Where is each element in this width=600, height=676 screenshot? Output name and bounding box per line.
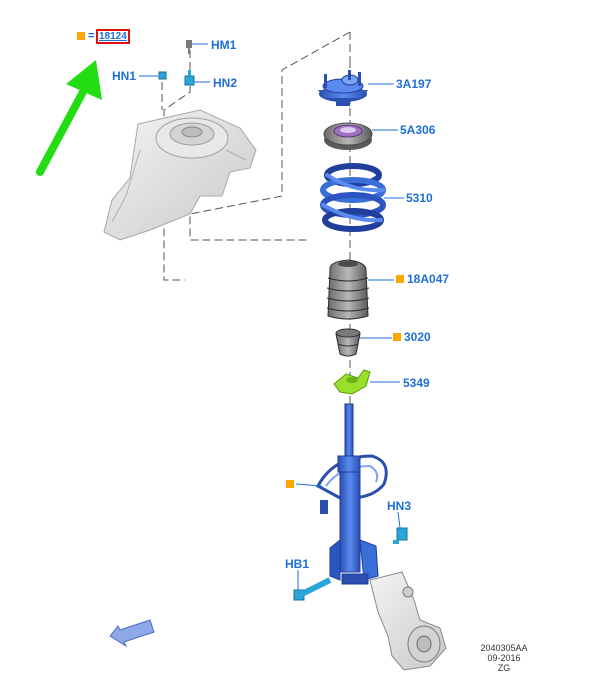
- green-pointer-arrow-icon: [36, 60, 102, 176]
- drawing-info: 2040305AA 09-2016 ZG: [472, 643, 536, 673]
- orange-square-icon: [393, 333, 401, 341]
- shock-tower-body-panel: [103, 109, 257, 241]
- callout-hn3[interactable]: HN3: [387, 499, 412, 513]
- drawing-number: 2040305AA: [480, 643, 528, 653]
- legend-orange-square-icon: [77, 32, 85, 40]
- callout-18a047[interactable]: 18A047: [407, 272, 450, 286]
- callout-hm1[interactable]: HM1: [211, 38, 237, 52]
- part-strut-assembly: [315, 403, 388, 585]
- strut-orange-square-icon[interactable]: [286, 480, 294, 488]
- callout-hb1[interactable]: HB1: [285, 557, 310, 571]
- part-steering-knuckle: [369, 571, 447, 671]
- part-coil-spring: [320, 163, 386, 232]
- part-top-mount: [318, 70, 368, 106]
- fastener-hn2: [184, 70, 195, 86]
- leader-lines: [139, 43, 404, 590]
- drawing-revision: ZG: [497, 663, 511, 673]
- part-dust-boot: [326, 259, 370, 320]
- callout-3a197[interactable]: 3A197: [396, 77, 432, 91]
- callout-5310[interactable]: 5310: [406, 191, 433, 205]
- callout-hn2[interactable]: HN2: [213, 76, 238, 90]
- part-jounce-bumper: [335, 328, 361, 357]
- view-direction-arrow-icon: [109, 619, 155, 648]
- fastener-hn3: [393, 527, 408, 544]
- legend-equals-sign: =: [88, 30, 95, 42]
- part-spring-seat: [333, 369, 371, 395]
- part-spring-bearing: [323, 122, 373, 150]
- orange-square-icon: [396, 275, 404, 283]
- callout-3020[interactable]: 3020: [404, 330, 431, 344]
- fastener-hn1: [158, 71, 167, 80]
- highlighted-part-code[interactable]: 18124: [96, 29, 130, 44]
- callout-hn1[interactable]: HN1: [112, 69, 137, 83]
- fastener-hb1: [293, 577, 332, 601]
- callout-5a306[interactable]: 5A306: [400, 123, 436, 137]
- drawing-date: 09-2016: [487, 653, 521, 663]
- fastener-hm1: [186, 40, 192, 54]
- callout-5349[interactable]: 5349: [403, 376, 430, 390]
